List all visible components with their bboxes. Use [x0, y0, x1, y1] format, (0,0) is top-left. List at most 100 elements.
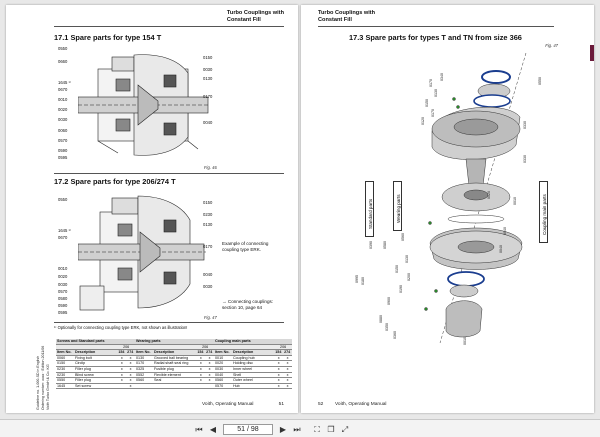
table-cell: x [283, 372, 292, 379]
table-cell: x [126, 360, 135, 367]
table-cell: 0040 [214, 372, 232, 379]
table-cell: Radial shaft seal ring [152, 360, 197, 367]
table-cell: x [274, 377, 284, 384]
label2-0020: 0020 [58, 274, 68, 279]
table-cell: 0552 [135, 372, 153, 379]
wearing-parts-box: Wearing parts [393, 181, 402, 231]
right-header-line-1: Turbo Couplings with [318, 10, 376, 16]
rlabel-0580: 0580 [383, 241, 387, 249]
label2-0130: 0130 [203, 222, 213, 227]
connecting-couplings-ref: → Connecting couplings: section 10, page… [222, 299, 273, 310]
table-cell: x [274, 360, 284, 367]
table-cell: x [283, 383, 292, 390]
coupling-main-parts-label: Coupling main parts [542, 194, 547, 235]
table-cell: x [126, 355, 135, 362]
label-0020: 0020 [58, 107, 68, 112]
table-cell: x [196, 377, 206, 384]
table-cell: Blind screw [73, 372, 118, 379]
window-mode-icon[interactable]: ❐ [327, 425, 335, 434]
col-274-1: 274 [126, 349, 135, 356]
table-row: 0060 Fixing bolt x x 0130 Grooved ball b… [56, 355, 292, 362]
coupling-main-parts-box: Coupling main parts [539, 181, 548, 243]
table-cell: 0550 [56, 377, 74, 384]
side-text-company: Voith Turbo GmbH & Co. KG [46, 364, 50, 410]
fullscreen-icon[interactable]: ⤢ [341, 425, 349, 434]
erk-example-line-1: Example of connecting [222, 241, 269, 246]
table-row: 1645 Set screw x 0570 Hub x x [56, 383, 292, 390]
table-cell: x [126, 366, 135, 373]
first-page-icon[interactable]: ⏮ [195, 425, 203, 434]
table-cell: Inner wheel [231, 366, 275, 373]
label-0660: 0660 [58, 59, 68, 64]
table-cell: Outer wheel [231, 377, 275, 384]
table-cell: x [196, 360, 206, 367]
erk-example-note: Example of connecting coupling type ERK. [222, 241, 268, 252]
rlabel-0040: 0040 [503, 227, 507, 235]
label-0060: 0060 [58, 128, 68, 133]
label2-0590: 0590 [58, 303, 68, 308]
col-274-3: 274 [283, 349, 292, 356]
col-description-2: Description [152, 349, 197, 356]
table-cell: x [274, 355, 284, 362]
rlabel-0995: 0995 [355, 275, 359, 283]
table-cell [205, 383, 214, 390]
group-screws-standard: Screws and Standard parts [56, 339, 135, 345]
label-0150: 0150 [203, 55, 213, 60]
viewer-toolbar: ⏮ ◀ 51 / 98 ▶ ⏭ ⛶ ❐ ⤢ [0, 419, 600, 437]
group-coupling-main-parts: Coupling main parts [214, 339, 292, 345]
label2-0595: 0595 [58, 310, 68, 315]
label2-0670: 0670 [58, 235, 68, 240]
rlabel-0390: 0390 [369, 241, 373, 249]
table-cell: Coupling hub [231, 355, 275, 362]
rlabel-0130: 0130 [434, 89, 438, 97]
col-description-3: Description [231, 349, 275, 356]
left-header-rule [54, 26, 284, 27]
right-header-rule [318, 26, 554, 27]
label2-0550: 0550 [58, 197, 68, 202]
connecting-couplings-line-2: section 10, page 64 [222, 304, 263, 310]
size-206-b: 206 [196, 344, 214, 351]
table-cell: x [283, 366, 292, 373]
table-cell: x [205, 372, 214, 379]
rlabel-0900: 0900 [387, 297, 391, 305]
table-cell: Set screw [73, 383, 118, 390]
table-cell: x [274, 366, 284, 373]
page-number-input[interactable]: 51 / 98 [223, 424, 273, 435]
label-0590: 0590 [58, 148, 68, 153]
table-cell: Fixing bolt [73, 355, 118, 362]
rlabel-0120: 0120 [421, 117, 425, 125]
left-header-line-2: Constant Fill [226, 16, 261, 23]
rlabel-0170: 0170 [429, 79, 433, 87]
table-size-header: 206 206 206 [56, 344, 292, 351]
table-cell: Filler plug [73, 377, 118, 384]
table-cell: Holding disc [231, 360, 275, 367]
table-cell: 0230 [56, 372, 74, 379]
table-cell: x [205, 366, 214, 373]
rlabel-0150l: 0150 [395, 265, 399, 273]
side-text-ordering: Ordering number: xxxx · Edition 2011/06 [41, 345, 45, 410]
table-cell: 0230 [56, 366, 74, 373]
table-cell: 0130 [135, 355, 153, 362]
table-cell: 0060 [56, 355, 74, 362]
table-cell: Hub [231, 383, 275, 390]
next-page-icon[interactable]: ▶ [279, 425, 287, 434]
previous-page-icon[interactable]: ◀ [209, 425, 217, 434]
rlabel-0200: 0200 [407, 273, 411, 281]
group-wearing-parts: Wearing parts [135, 339, 214, 345]
table-cell: x [196, 355, 206, 362]
rlabel-0560: 0560 [401, 233, 405, 241]
table-cell: Flexible element [152, 372, 197, 379]
last-page-icon[interactable]: ⏭ [293, 425, 301, 434]
left-header: Turbo Couplings with Constant Fill [227, 10, 284, 23]
label2-0010: 0010 [58, 266, 68, 271]
rlabel-0880: 0880 [379, 315, 383, 323]
label2-0030: 0030 [203, 284, 213, 289]
label2-0150: 0150 [203, 200, 213, 205]
rlabel-0180: 0180 [361, 277, 365, 285]
right-footer-title: Voith, Operating Manual [335, 402, 387, 407]
rlabel-0010m: 0010 [513, 197, 517, 205]
rlabel-0010: 0010 [463, 337, 467, 345]
fit-page-icon[interactable]: ⛶ [314, 425, 320, 434]
table-cell: x [117, 366, 127, 373]
table-cell: x [117, 360, 127, 367]
